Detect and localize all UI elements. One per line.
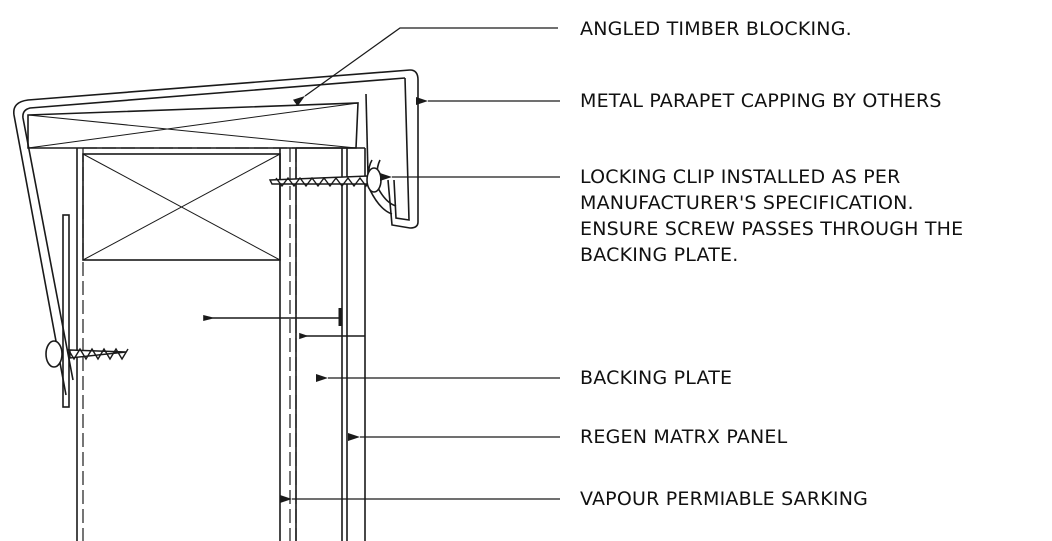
backing-plate	[295, 147, 365, 541]
regen-matrx-panel	[346, 148, 366, 541]
callout-line: BACKING PLATE	[580, 367, 733, 389]
callout-backing-plate: BACKING PLATE	[580, 365, 732, 391]
callout-line: METAL PARAPET CAPPING BY OTHERS	[580, 90, 942, 112]
callout-line: REGEN MATRX PANEL	[580, 426, 788, 448]
fascia-screw	[45, 340, 129, 368]
nail-lower	[299, 332, 365, 340]
angled-timber-blocking	[27, 102, 359, 149]
callout-line: LOCKING CLIP INSTALLED AS PER	[580, 166, 901, 188]
callout-angled-timber-blocking: ANGLED TIMBER BLOCKING.	[580, 16, 852, 42]
callout-line: MANUFACTURER'S SPECIFICATION.	[580, 192, 914, 214]
callout-line: ANGLED TIMBER BLOCKING.	[580, 18, 852, 40]
nail-upper	[203, 308, 342, 326]
framing-stud	[76, 148, 281, 541]
callout-vapour-permiable-sarking: VAPOUR PERMIABLE SARKING	[580, 486, 868, 512]
vapour-sarking	[82, 147, 297, 541]
locking-clip	[365, 93, 397, 215]
callout-line: ENSURE SCREW PASSES THROUGH THE	[580, 218, 964, 240]
callout-line: BACKING PLATE.	[580, 244, 739, 266]
left-fascia-strip	[62, 214, 70, 408]
clip-screw	[268, 167, 382, 193]
callout-locking-clip: LOCKING CLIP INSTALLED AS PER MANUFACTUR…	[580, 164, 963, 268]
callout-metal-parapet-capping: METAL PARAPET CAPPING BY OTHERS	[580, 88, 942, 114]
callout-regen-matrx-panel: REGEN MATRX PANEL	[580, 424, 787, 450]
leader-blocking	[292, 27, 558, 107]
metal-capping	[12, 69, 419, 396]
callout-line: VAPOUR PERMIABLE SARKING	[580, 488, 869, 510]
